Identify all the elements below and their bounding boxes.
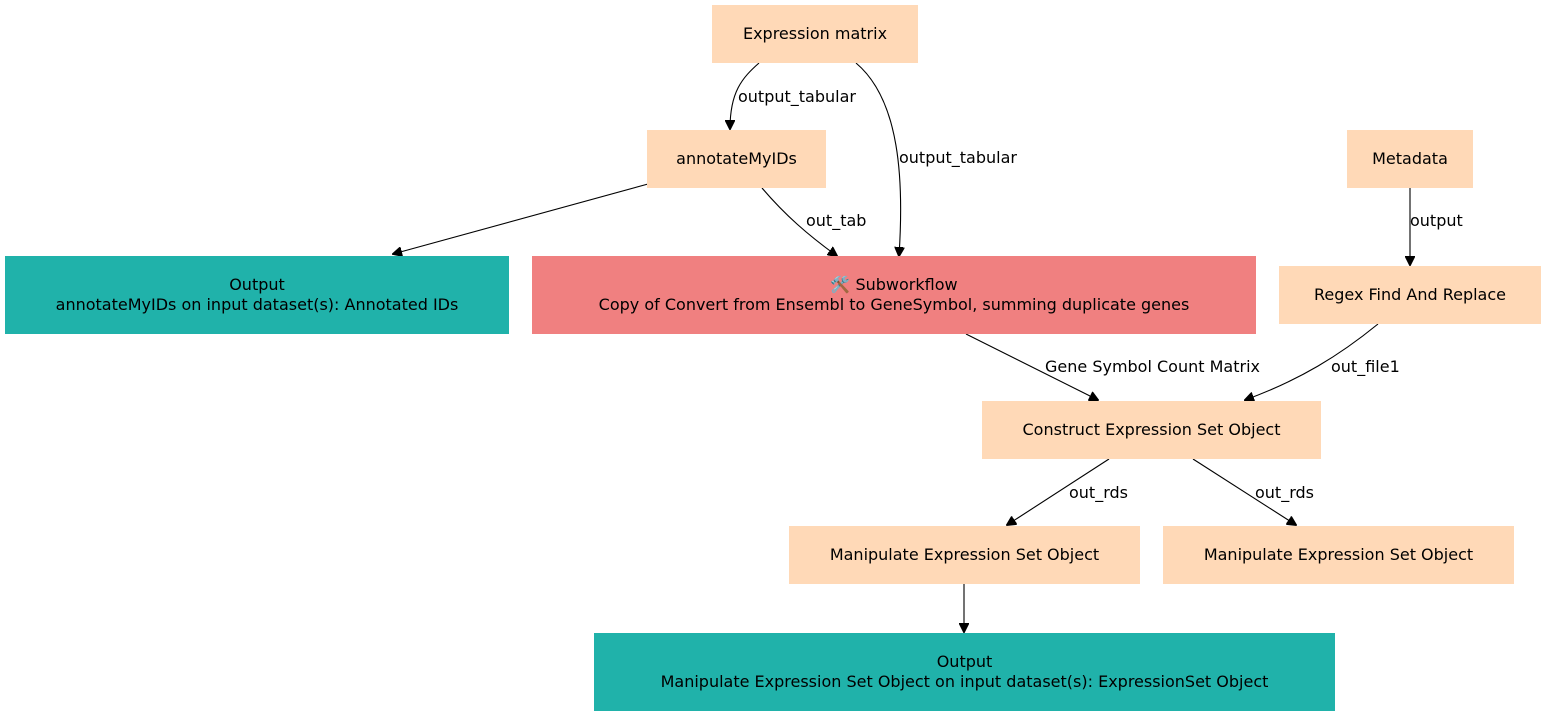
node-construct-expression-set[interactable]: Construct Expression Set Object bbox=[982, 401, 1321, 459]
node-description: Copy of Convert from Ensembl to GeneSymb… bbox=[598, 295, 1190, 314]
node-label: Manipulate Expression Set Object bbox=[829, 545, 1100, 564]
node-label: Metadata bbox=[1372, 149, 1448, 168]
tools-icon: 🛠️ bbox=[830, 275, 851, 294]
edge-label-subworkflow-construct: Gene Symbol Count Matrix bbox=[1045, 357, 1260, 376]
node-label: Regex Find And Replace bbox=[1314, 285, 1506, 304]
edge-annotate-output1 bbox=[393, 183, 649, 254]
node-description: Manipulate Expression Set Object on inpu… bbox=[660, 672, 1269, 691]
node-output-annotated-ids[interactable]: Output annotateMyIDs on input dataset(s)… bbox=[5, 256, 509, 334]
node-manipulate-expression-set-2[interactable]: Manipulate Expression Set Object bbox=[1163, 526, 1514, 584]
node-title: Output bbox=[936, 652, 993, 671]
node-subworkflow[interactable]: 🛠️ Subworkflow Copy of Convert from Ense… bbox=[532, 256, 1256, 334]
node-regex-find-replace[interactable]: Regex Find And Replace bbox=[1279, 266, 1541, 324]
edge-annotate-subworkflow bbox=[761, 187, 837, 256]
edge-label-expr-subworkflow: output_tabular bbox=[899, 148, 1017, 168]
node-title: Output bbox=[229, 275, 285, 294]
node-label: Construct Expression Set Object bbox=[1022, 420, 1281, 439]
edge-construct-manipulate2 bbox=[1192, 458, 1296, 525]
edge-label-metadata-regex: output bbox=[1410, 211, 1463, 230]
edge-label-construct-manipulate1: out_rds bbox=[1069, 483, 1128, 503]
edge-label-annotate-subworkflow: out_tab bbox=[806, 211, 866, 231]
node-description: annotateMyIDs on input dataset(s): Annot… bbox=[55, 295, 459, 314]
edge-label-construct-manipulate2: out_rds bbox=[1255, 483, 1314, 503]
node-output-expressionset[interactable]: Output Manipulate Expression Set Object … bbox=[594, 633, 1335, 711]
edge-expr-subworkflow bbox=[855, 62, 901, 256]
node-label: Manipulate Expression Set Object bbox=[1203, 545, 1474, 564]
node-expression-matrix[interactable]: Expression matrix bbox=[712, 5, 918, 63]
edge-regex-construct bbox=[1245, 323, 1379, 400]
node-manipulate-expression-set-1[interactable]: Manipulate Expression Set Object bbox=[789, 526, 1140, 584]
node-title-row: 🛠️ Subworkflow bbox=[830, 275, 957, 295]
edge-label-expr-annotate: output_tabular bbox=[738, 87, 856, 107]
edge-expr-annotate bbox=[730, 62, 760, 129]
edge-construct-manipulate1 bbox=[1007, 458, 1110, 525]
edge-subworkflow-construct bbox=[965, 333, 1098, 400]
node-annotatemyids[interactable]: annotateMyIDs bbox=[647, 130, 826, 188]
edge-label-regex-construct: out_file1 bbox=[1331, 357, 1400, 377]
node-label: Expression matrix bbox=[742, 24, 888, 43]
node-title: Subworkflow bbox=[855, 275, 958, 294]
node-metadata[interactable]: Metadata bbox=[1347, 130, 1473, 188]
node-label: annotateMyIDs bbox=[676, 149, 797, 168]
